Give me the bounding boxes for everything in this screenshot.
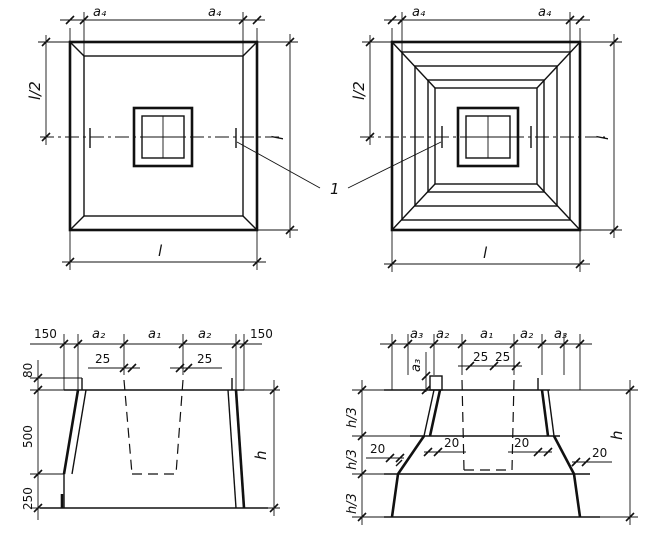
plan-left-a4-label-1: a₄: [93, 5, 107, 20]
section-right-h-third-label-3: h/3: [345, 493, 360, 514]
section-right-a2-label-1: a₂: [436, 327, 449, 342]
section-right-h-label: h: [608, 430, 626, 440]
plan-left-outer-outline: [68, 40, 259, 232]
section-left-dim-500: 500: [21, 425, 35, 448]
section-right-a3-label-2: a₃: [554, 327, 567, 342]
section-left-dim-25-left: 25: [95, 352, 110, 366]
section-right-dim-20-d: 20: [592, 446, 607, 460]
plan-view-right: a₄ a₄ l/2 l l: [350, 5, 622, 272]
plan-left-l-label-right: l: [269, 135, 287, 140]
plan-left-a4-label-2: a₄: [208, 5, 222, 20]
section-right-a3-label-1: a₃: [410, 327, 423, 342]
section-right-dim-25-right: 25: [495, 350, 510, 364]
section-left-dim-150-right: 150: [250, 327, 273, 341]
plan-right-l-half-label: l/2: [350, 81, 368, 100]
section-left-a1-label: a₁: [148, 327, 161, 342]
section-left-a2-label-1: a₂: [92, 327, 105, 342]
plan-left-l-label-bottom: l: [158, 242, 163, 260]
plan-left-l-half-label: l/2: [26, 81, 44, 100]
callout-1: 1: [236, 141, 442, 198]
section-right-dim-25-left: 25: [473, 350, 488, 364]
plan-right-l-label-bottom: l: [483, 244, 488, 262]
section-right-a3-vertical-label: a₃: [409, 359, 424, 372]
section-left-dim-25-right: 25: [197, 352, 212, 366]
section-right-dim-20-a: 20: [370, 442, 385, 456]
section-right-a2-label-2: a₂: [520, 327, 533, 342]
plan-right-a4-label-1: a₄: [412, 5, 426, 20]
plan-view-left: a₄ a₄ l/2 l l: [26, 5, 298, 270]
plan-right-l-label-right: l: [594, 135, 612, 140]
section-left-a2-label-2: a₂: [198, 327, 211, 342]
section-left-h-label: h: [252, 450, 270, 460]
section-right-h-third-label-1: h/3: [345, 407, 360, 428]
section-right-a1-label: a₁: [480, 327, 493, 342]
section-right-dim-20-b: 20: [444, 436, 459, 450]
plan-right-middle-outline: [414, 65, 558, 207]
callout-1-label: 1: [330, 180, 340, 198]
section-left-dim-250: 250: [21, 487, 35, 510]
section-view-left: 150 a₂ a₁ a₂ 150 25 25 80 500 250 h: [21, 327, 280, 520]
section-view-right: a₃ a₂ a₁ a₂ a₃ 25 25 a₃ 20 20 20 20: [345, 327, 638, 525]
section-right-dim-20-c: 20: [514, 436, 529, 450]
plan-right-a4-label-2: a₄: [538, 5, 552, 20]
plan-right-outer-outline: [390, 40, 582, 232]
plan-left-inner-outline: [83, 55, 244, 217]
section-right-h-third-label-2: h/3: [345, 449, 360, 470]
section-left-dim-80: 80: [21, 363, 35, 378]
section-left-dim-150-left: 150: [34, 327, 57, 341]
